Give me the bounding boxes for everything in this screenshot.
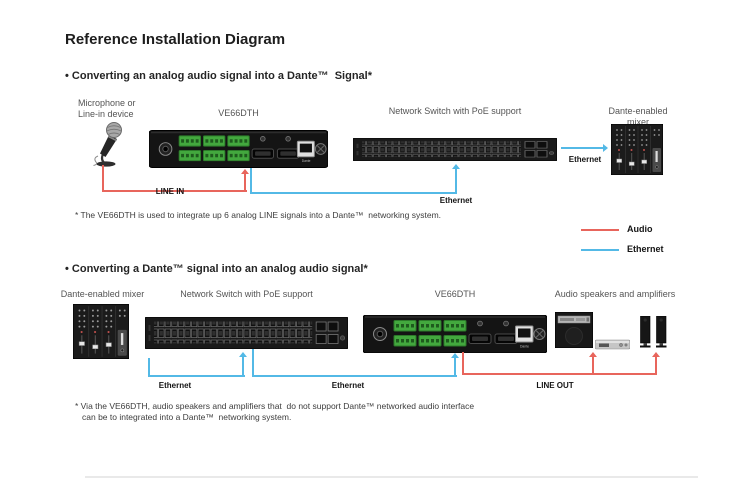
terminal-blocks	[178, 135, 250, 162]
mixer-label-1: Dante-enabled mixer	[608, 106, 668, 127]
switch-label-1: Network Switch with PoE support	[388, 106, 522, 116]
microphone-icon	[88, 121, 126, 172]
ethernet-label-4: Ethernet	[331, 381, 365, 390]
dante-mixer-1	[610, 123, 664, 180]
audio-line-segment	[102, 165, 104, 192]
ethernet-arrowhead	[239, 352, 247, 357]
ethernet-label-2: Ethernet	[568, 155, 602, 164]
speakers-label: Audio speakers and amplifiers	[554, 289, 676, 299]
amplifier-icon	[594, 337, 631, 355]
legend-audio-label: Audio	[627, 224, 653, 234]
audio-line-segment	[655, 357, 657, 375]
network-switch-1	[352, 137, 558, 166]
dante-port-label: Dante	[302, 159, 311, 163]
dante-mixer-2	[72, 303, 130, 364]
ethernet-label-3: Ethernet	[158, 381, 192, 390]
ethernet-line-segment	[455, 169, 457, 194]
ethernet-line-segment	[561, 147, 603, 149]
page-title: Reference Installation Diagram	[65, 31, 286, 48]
ethernet-arrowhead	[603, 144, 608, 152]
terminal-blocks	[393, 320, 467, 347]
section1-heading: • Converting an analog audio signal into…	[65, 70, 372, 82]
audio-line-segment	[592, 357, 594, 375]
page-bottom-divider	[85, 476, 698, 478]
ethernet-line-segment	[252, 349, 254, 377]
network-switch-2	[144, 316, 349, 354]
line-out-label: LINE OUT	[536, 381, 574, 390]
ethernet-line-segment	[454, 358, 456, 377]
ethernet-label-1: Ethernet	[439, 196, 473, 205]
line-in-label: LINE IN	[155, 187, 185, 196]
tower-speakers-icon	[640, 315, 667, 354]
section2-footnote: * Via the VE66DTH, audio speakers and am…	[75, 401, 475, 422]
ethernet-line-segment	[148, 358, 150, 377]
section1-footnote: * The VE66DTH is used to integrate up 6 …	[75, 210, 442, 220]
ethernet-line-segment	[252, 375, 457, 377]
legend-ethernet-label: Ethernet	[627, 244, 664, 254]
source-device-label: Microphone or Line-in device	[78, 98, 136, 119]
audio-arrowhead	[241, 169, 249, 174]
ethernet-arrowhead	[451, 353, 459, 358]
audio-arrowhead	[652, 352, 660, 357]
speaker-box-icon	[554, 311, 594, 353]
audio-line-segment	[244, 174, 246, 192]
ve66dth-label-2: VE66DTH	[434, 289, 476, 299]
audio-line-segment	[462, 373, 657, 375]
ve66dth-device-2: Dante	[362, 314, 548, 358]
ethernet-line-segment	[250, 168, 252, 194]
audio-line-segment	[102, 190, 247, 192]
section2-heading: • Converting a Dante™ signal into an ana…	[65, 263, 368, 275]
audio-line-segment	[462, 352, 464, 375]
dante-port-label: Dante	[520, 345, 529, 349]
legend-ethernet-line	[581, 249, 619, 251]
mixer-label-2: Dante-enabled mixer	[60, 289, 145, 299]
ethernet-line-segment	[242, 357, 244, 377]
legend-audio-line	[581, 229, 619, 231]
ethernet-line-segment	[250, 192, 457, 194]
ethernet-arrowhead	[452, 164, 460, 169]
ethernet-line-segment	[148, 375, 245, 377]
switch-label-2: Network Switch with PoE support	[180, 289, 313, 299]
ve66dth-device-1: Dante	[148, 130, 329, 173]
audio-arrowhead	[589, 352, 597, 357]
ve66dth-label-1: VE66DTH	[218, 108, 259, 118]
